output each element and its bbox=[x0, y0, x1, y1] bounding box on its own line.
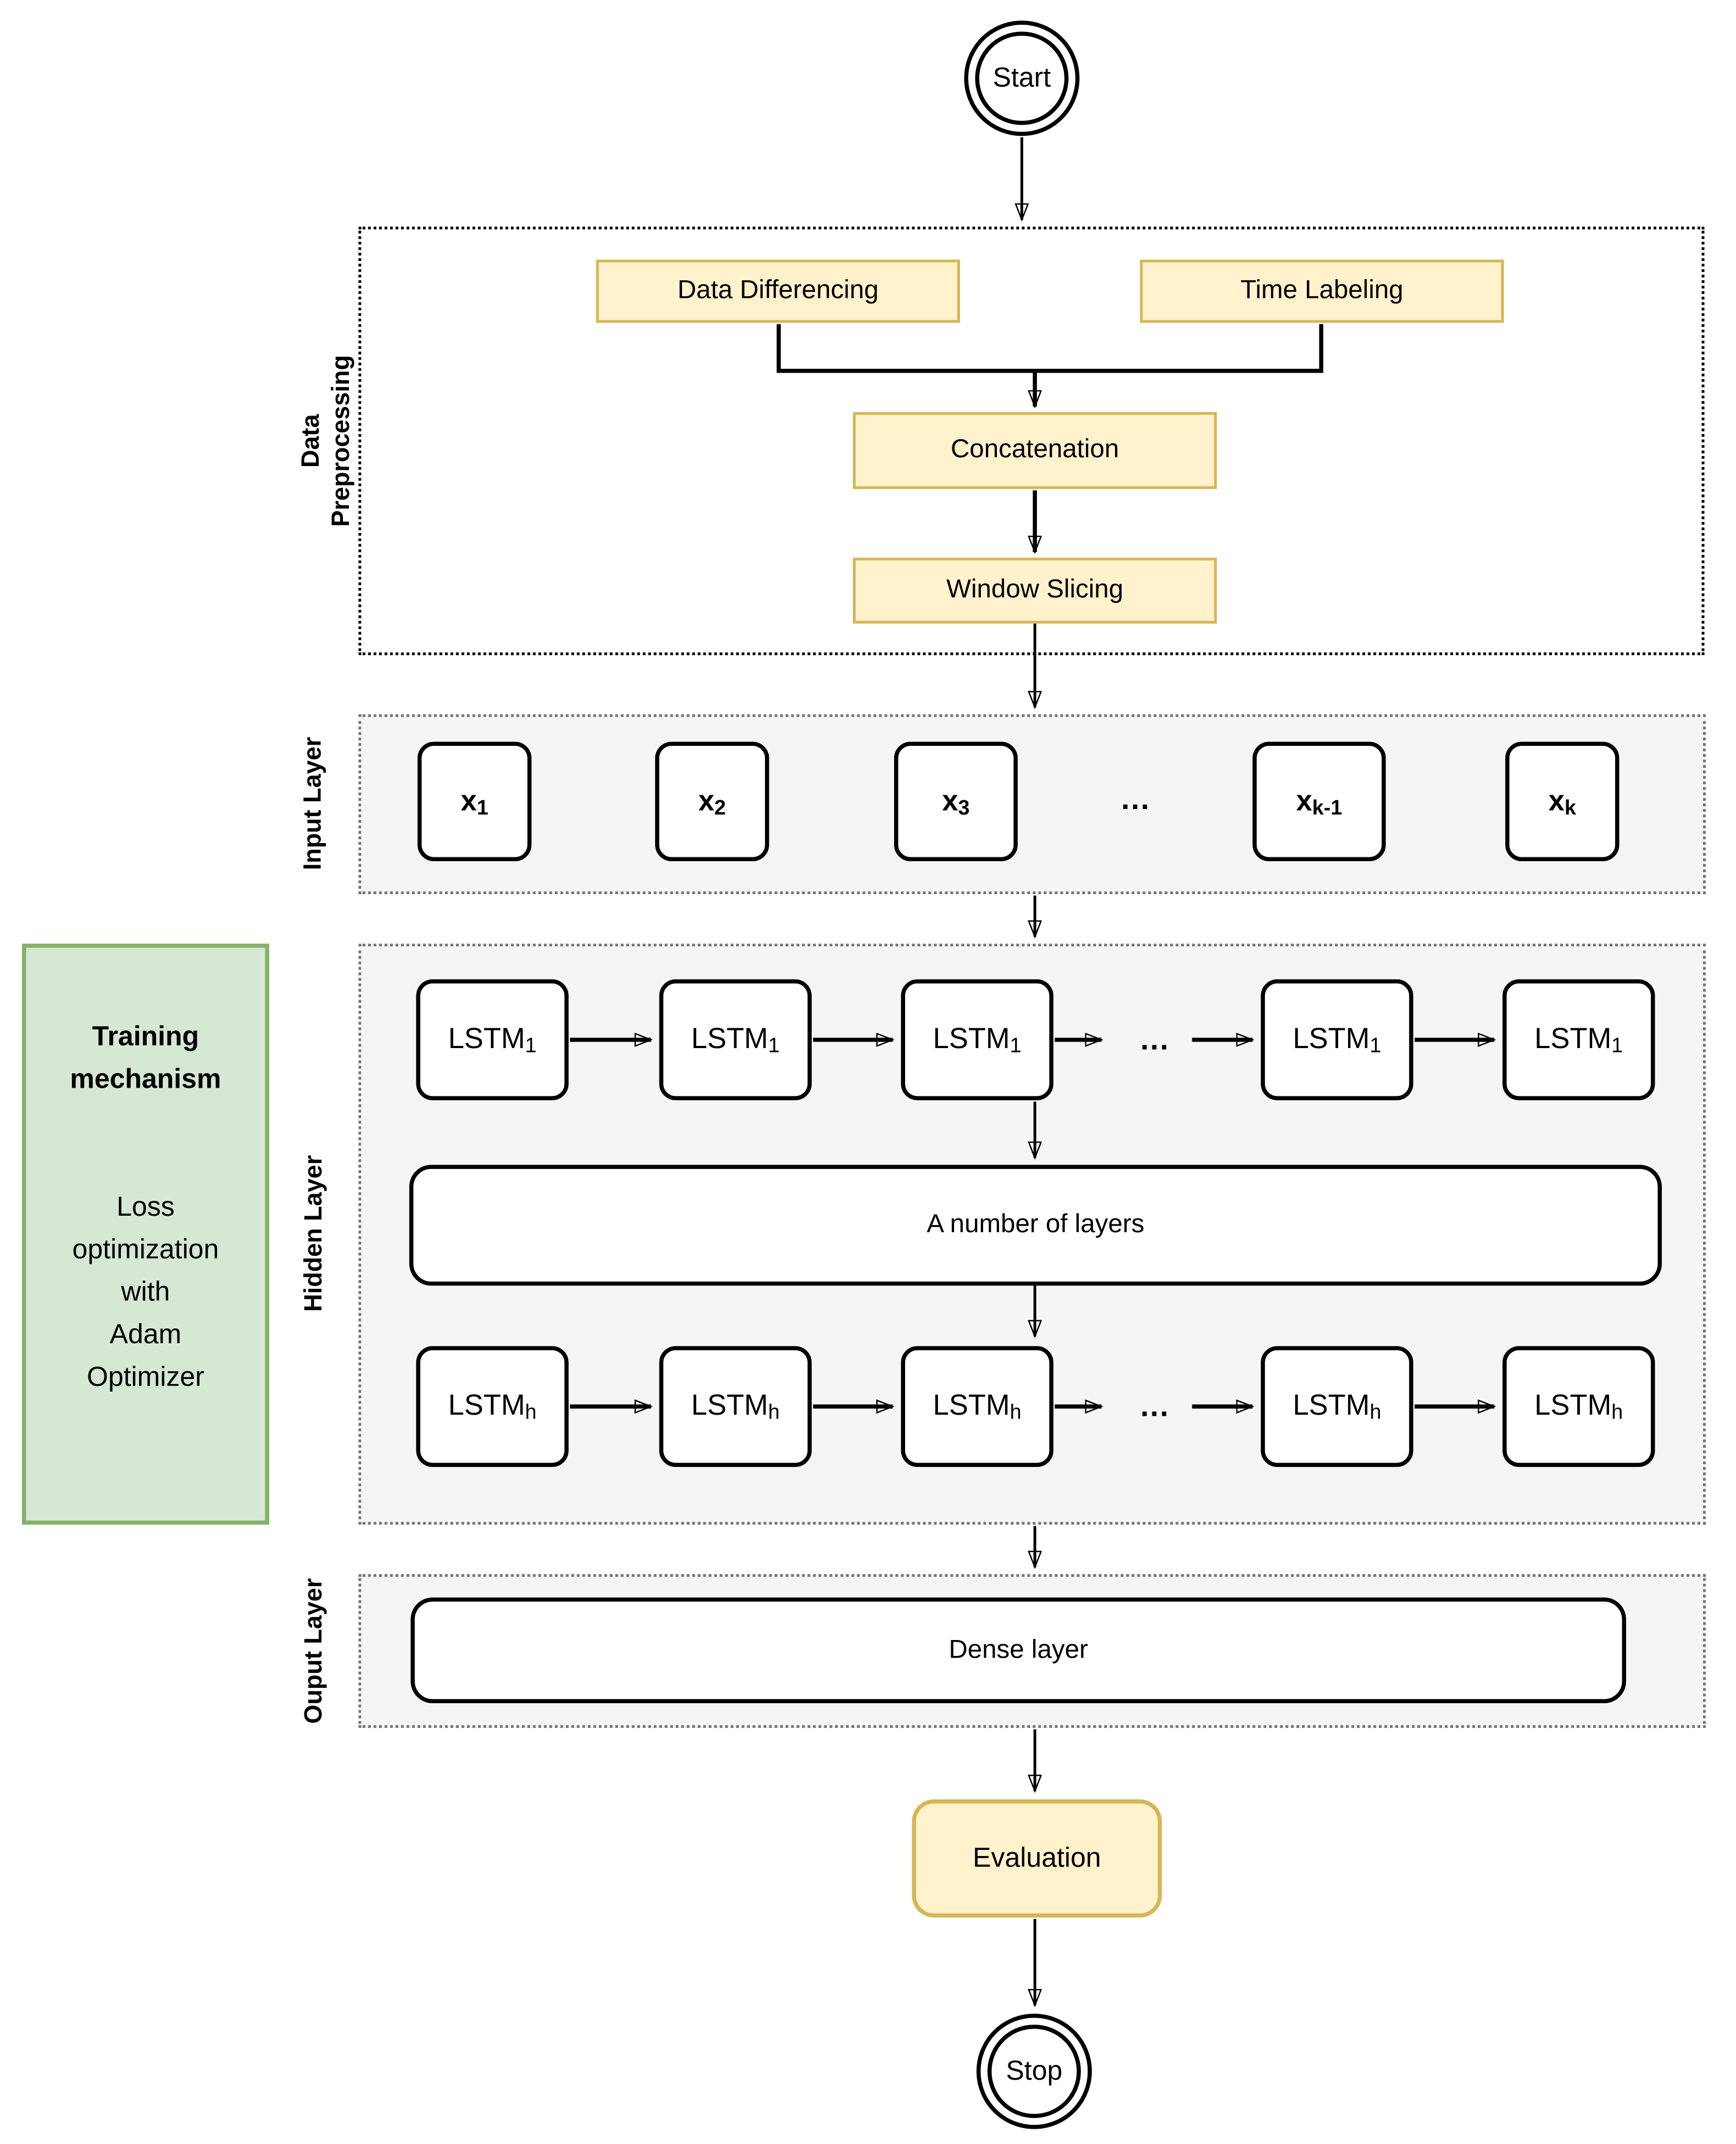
input-node-x1-label: x1 bbox=[461, 785, 489, 820]
stop-terminal: Stop bbox=[976, 2013, 1092, 2129]
lstmh-ellipsis: ... bbox=[1140, 1388, 1170, 1423]
dense-layer-label: Dense layer bbox=[949, 1635, 1088, 1664]
lstmh-box-2-label: LSTMh bbox=[691, 1390, 780, 1425]
input-node-xk-1: xk-1 bbox=[1252, 741, 1386, 861]
lstm1-box-5-label: LSTM1 bbox=[1534, 1023, 1623, 1059]
lstm1-box-4-label: LSTM1 bbox=[1293, 1023, 1382, 1059]
lstmh-box-5-label: LSTMh bbox=[1534, 1390, 1623, 1425]
training-mechanism-box: Training mechanism Loss optimization wit… bbox=[21, 943, 269, 1525]
time-labeling-label: Time Labeling bbox=[1240, 276, 1404, 305]
input-node-x2-label: x2 bbox=[698, 785, 726, 820]
evaluation-box: Evaluation bbox=[912, 1799, 1162, 1918]
lstm1-box-3: LSTM1 bbox=[901, 979, 1053, 1100]
input-node-x1: x1 bbox=[417, 741, 532, 861]
data-differencing-box: Data Differencing bbox=[596, 259, 960, 323]
lstm1-box-1-label: LSTM1 bbox=[448, 1023, 537, 1059]
input-node-xk-label: xk bbox=[1548, 785, 1576, 820]
input-node-x2: x2 bbox=[655, 741, 769, 861]
number-of-layers-box: A number of layers bbox=[409, 1165, 1662, 1286]
lstm1-box-5: LSTM1 bbox=[1502, 979, 1655, 1100]
lstm1-box-2-label: LSTM1 bbox=[691, 1023, 780, 1059]
start-label: Start bbox=[992, 62, 1051, 93]
input-node-x3: x3 bbox=[894, 741, 1018, 861]
training-title: Training mechanism bbox=[70, 1022, 221, 1095]
lstm1-box-4: LSTM1 bbox=[1261, 979, 1413, 1100]
window-slicing-box: Window Slicing bbox=[853, 557, 1217, 624]
stop-label: Stop bbox=[1006, 2056, 1063, 2086]
input-node-xk: xk bbox=[1505, 741, 1619, 861]
input-node-xk-1-label: xk-1 bbox=[1296, 785, 1343, 820]
input-ellipsis: ... bbox=[1121, 782, 1151, 816]
evaluation-label: Evaluation bbox=[973, 1842, 1101, 1873]
input-node-x3-label: x3 bbox=[942, 785, 970, 820]
training-body: Loss optimization with Adam Optimizer bbox=[72, 1192, 219, 1393]
lstm1-box-3-label: LSTM1 bbox=[933, 1023, 1022, 1059]
lstmh-box-3-label: LSTMh bbox=[933, 1390, 1022, 1425]
lstmh-box-3: LSTMh bbox=[901, 1346, 1053, 1467]
time-labeling-box: Time Labeling bbox=[1140, 259, 1504, 323]
lstmh-box-4: LSTMh bbox=[1261, 1346, 1413, 1467]
dense-layer-box: Dense layer bbox=[411, 1597, 1627, 1704]
lstm1-box-2: LSTM1 bbox=[659, 979, 812, 1100]
window-slicing-label: Window Slicing bbox=[946, 575, 1124, 605]
concatenation-label: Concatenation bbox=[950, 435, 1119, 464]
stop-terminal-inner-ring: Stop bbox=[987, 2024, 1081, 2118]
lstmh-box-1: LSTMh bbox=[416, 1346, 569, 1467]
start-terminal-inner-ring: Start bbox=[975, 31, 1069, 125]
lstmh-box-5: LSTMh bbox=[1502, 1346, 1655, 1467]
data-differencing-label: Data Differencing bbox=[677, 276, 879, 305]
lstmh-box-4-label: LSTMh bbox=[1293, 1390, 1382, 1425]
lstmh-box-2: LSTMh bbox=[659, 1346, 812, 1467]
number-of-layers-label: A number of layers bbox=[927, 1210, 1145, 1239]
connector-merge-elbow bbox=[777, 324, 1323, 373]
input-layer-section bbox=[358, 714, 1706, 894]
lstmh-box-1-label: LSTMh bbox=[448, 1390, 537, 1425]
start-terminal: Start bbox=[964, 20, 1080, 136]
lstm1-box-1: LSTM1 bbox=[416, 979, 569, 1100]
concatenation-box: Concatenation bbox=[853, 412, 1217, 489]
lstm1-ellipsis: ... bbox=[1140, 1022, 1170, 1056]
